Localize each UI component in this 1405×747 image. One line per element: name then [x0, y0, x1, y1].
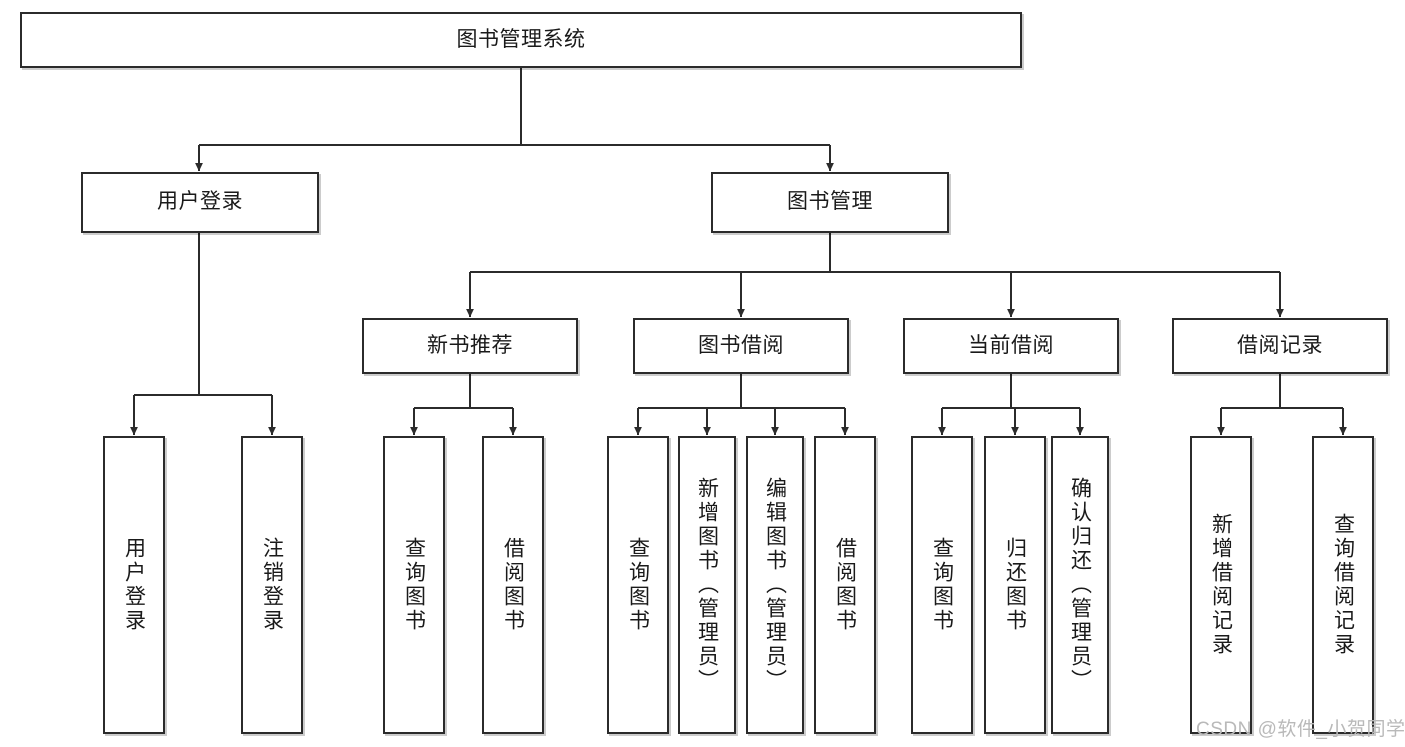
- leaf-node-4[interactable]: 查询图书: [607, 436, 669, 734]
- node-label: 新增图书（管理员）: [695, 477, 719, 693]
- node-label: 借阅图书: [501, 537, 525, 633]
- leaf-node-6[interactable]: 编辑图书（管理员）: [746, 436, 804, 734]
- level2-node-0[interactable]: 用户登录: [81, 172, 319, 233]
- node-label: 查询借阅记录: [1331, 513, 1355, 657]
- node-label: 图书借阅: [698, 333, 784, 357]
- node-label: 新书推荐: [427, 333, 513, 357]
- node-label: 新增借阅记录: [1209, 513, 1233, 657]
- level3-node-1[interactable]: 图书借阅: [633, 318, 849, 374]
- level3-node-2[interactable]: 当前借阅: [903, 318, 1119, 374]
- node-label: 借阅记录: [1237, 333, 1323, 357]
- leaf-node-3[interactable]: 借阅图书: [482, 436, 544, 734]
- node-label: 图书管理: [787, 190, 873, 214]
- node-label: 编辑图书（管理员）: [763, 477, 787, 693]
- edge-group: [130, 68, 1348, 436]
- leaf-node-9[interactable]: 归还图书: [984, 436, 1046, 734]
- node-label: 查询图书: [402, 537, 426, 633]
- node-label: 用户登录: [122, 537, 146, 633]
- leaf-node-1[interactable]: 注销登录: [241, 436, 303, 734]
- leaf-node-0[interactable]: 用户登录: [103, 436, 165, 734]
- node-label: 查询图书: [626, 537, 650, 633]
- node-label: 确认归还（管理员）: [1068, 477, 1092, 693]
- leaf-node-12[interactable]: 查询借阅记录: [1312, 436, 1374, 734]
- node-label: 查询图书: [930, 537, 954, 633]
- node-label: 图书管理系统: [456, 27, 586, 51]
- leaf-node-11[interactable]: 新增借阅记录: [1190, 436, 1252, 734]
- node-label: 借阅图书: [833, 537, 857, 633]
- leaf-node-10[interactable]: 确认归还（管理员）: [1051, 436, 1109, 734]
- node-label: 注销登录: [260, 537, 284, 633]
- level3-node-3[interactable]: 借阅记录: [1172, 318, 1388, 374]
- leaf-node-2[interactable]: 查询图书: [383, 436, 445, 734]
- root-node[interactable]: 图书管理系统: [20, 12, 1022, 68]
- node-label: 用户登录: [157, 190, 243, 214]
- leaf-node-7[interactable]: 借阅图书: [814, 436, 876, 734]
- level3-node-0[interactable]: 新书推荐: [362, 318, 578, 374]
- node-label: 当前借阅: [968, 333, 1054, 357]
- leaf-node-5[interactable]: 新增图书（管理员）: [678, 436, 736, 734]
- level2-node-1[interactable]: 图书管理: [711, 172, 949, 233]
- leaf-node-8[interactable]: 查询图书: [911, 436, 973, 734]
- node-label: 归还图书: [1003, 537, 1027, 633]
